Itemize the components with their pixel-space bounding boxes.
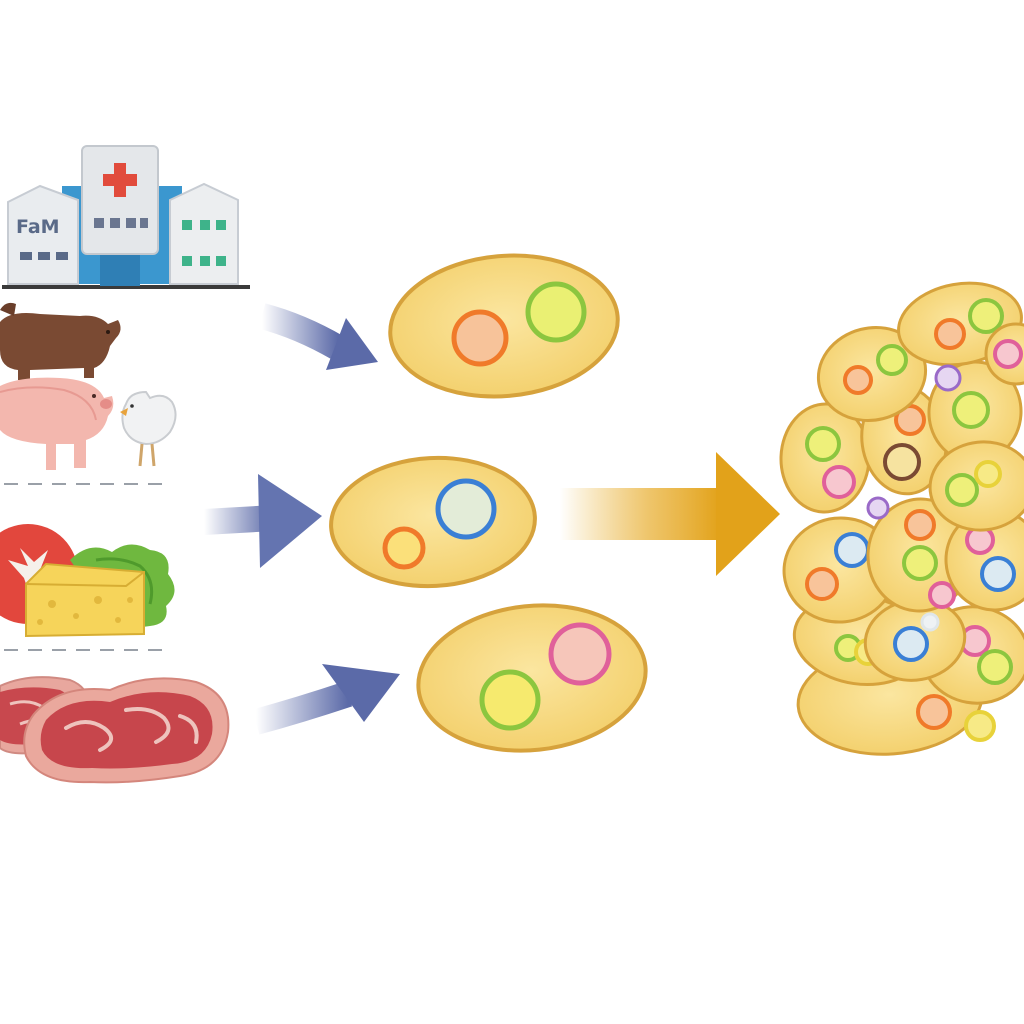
nucleus — [980, 556, 1016, 592]
cluster-cell — [866, 497, 974, 613]
cow-icon — [0, 302, 121, 380]
nucleus — [916, 694, 952, 730]
nucleus — [904, 509, 936, 541]
nucleus — [822, 465, 856, 499]
nucleus — [479, 669, 541, 731]
arrow-to-top-cell — [258, 303, 378, 370]
cluster-cell — [944, 508, 1024, 612]
nucleus — [968, 298, 1004, 334]
nucleus — [964, 710, 996, 742]
nucleus — [928, 581, 956, 609]
arrow-to-middle-cell — [203, 474, 322, 568]
vesicle — [866, 496, 890, 520]
nucleus — [934, 318, 966, 350]
nucleus — [451, 309, 509, 367]
nucleus — [805, 567, 839, 601]
vesicle — [934, 364, 962, 392]
nucleus — [834, 532, 870, 568]
left-building: FaM — [7, 184, 79, 285]
arrow-to-bottom-cell — [252, 664, 400, 735]
cluster-cell — [984, 322, 1024, 386]
steak-icon — [23, 677, 230, 784]
nucleus — [883, 443, 921, 481]
nucleus — [876, 344, 908, 376]
nucleus — [805, 426, 841, 462]
cell-bottom — [416, 603, 648, 753]
chicken-icon — [120, 390, 177, 467]
building-sign-text: FaM — [16, 216, 60, 238]
nucleus — [974, 460, 1002, 488]
nucleus — [952, 391, 990, 429]
nucleus — [893, 626, 929, 662]
nucleus — [525, 281, 587, 343]
cell-cluster — [779, 281, 1024, 756]
nucleus — [843, 365, 873, 395]
nucleus — [435, 478, 497, 540]
nucleus — [977, 649, 1013, 685]
hospital-building — [81, 145, 159, 255]
nucleus — [548, 622, 612, 686]
cell-top — [388, 253, 620, 399]
nucleus — [382, 526, 426, 570]
cell-middle — [329, 455, 537, 589]
cluster-cell — [928, 440, 1024, 532]
right-building — [169, 182, 239, 285]
pig-icon — [0, 377, 114, 470]
cheese-icon — [25, 562, 145, 638]
vesicle — [920, 612, 940, 632]
medical-cross-icon — [103, 163, 137, 197]
nucleus — [945, 473, 979, 507]
nucleus — [902, 545, 938, 581]
cluster-cell — [860, 384, 948, 496]
nucleus — [993, 339, 1023, 369]
facility-buildings-icon: FaM — [2, 145, 250, 289]
big-arrow — [560, 452, 780, 576]
